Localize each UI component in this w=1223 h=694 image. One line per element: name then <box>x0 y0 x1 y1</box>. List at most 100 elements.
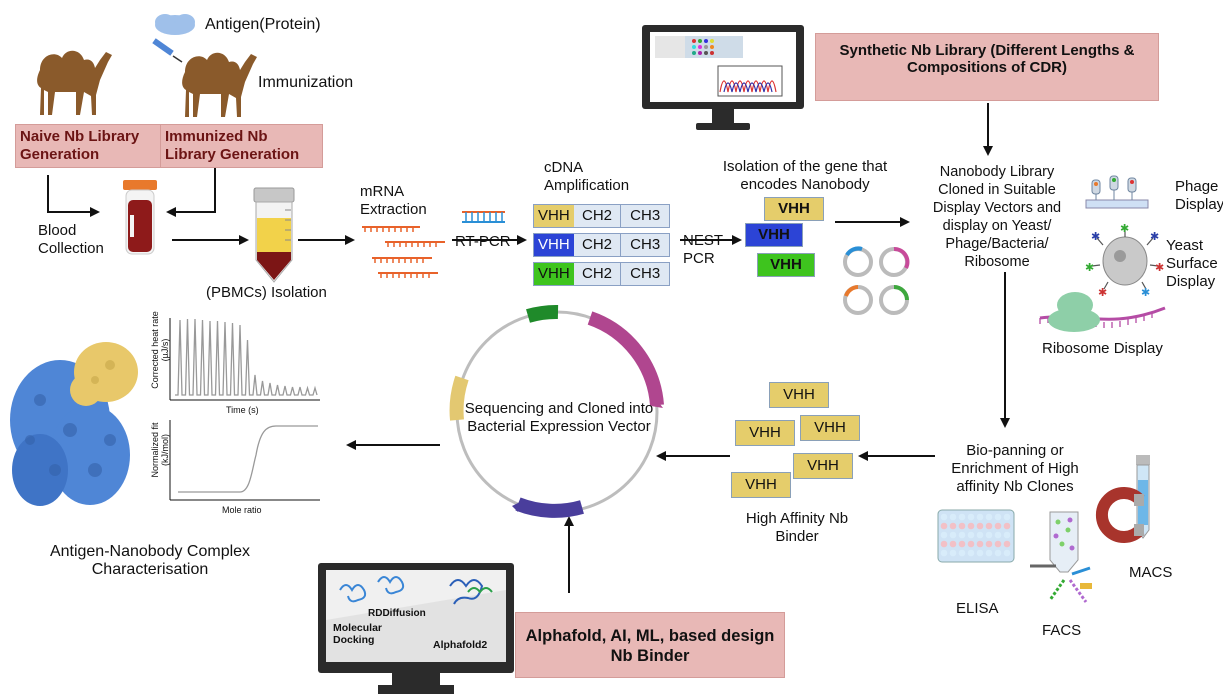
svg-text:✱: ✱ <box>1098 286 1107 299</box>
biopanning-label: Bio-panning or Enrichment of High affini… <box>951 442 1079 495</box>
ch2-segment: CH2 <box>582 236 613 253</box>
svg-text:✱: ✱ <box>1155 261 1164 274</box>
expression-vector-plasmid <box>449 305 664 518</box>
itc-plot-bottom <box>169 420 320 501</box>
vhh-isolated-green: VHH <box>757 253 815 277</box>
alphafold2-label: Alphafold2 <box>433 639 488 651</box>
blood-tube-icon <box>123 180 157 255</box>
ch2-segment: CH2 <box>582 207 613 224</box>
elisa-well <box>949 522 957 530</box>
elisa-well <box>1003 513 1011 521</box>
elisa-well <box>949 513 957 521</box>
elisa-well <box>1003 531 1011 539</box>
elisa-well <box>994 513 1002 521</box>
elisa-well <box>985 531 993 539</box>
magnet-icon <box>1095 455 1150 543</box>
facs-icon <box>1030 511 1092 603</box>
gene-bar: VHH CH2 CH3 <box>533 262 670 286</box>
syringe-icon <box>152 38 183 63</box>
yeast-display-label: Yeast Surface Display <box>1166 237 1218 290</box>
elisa-plate-icon <box>937 509 1015 563</box>
immunization-label: Immunization <box>258 74 354 91</box>
rt-pcr-label: RT-PCR <box>455 233 511 250</box>
elisa-well <box>985 522 993 530</box>
vhh-binder-box: VHH <box>735 420 795 446</box>
itc-bottom-ylabel: Normalized fit (kJ/mol) <box>150 422 170 478</box>
gene-bar: VHH CH2 CH3 <box>533 233 670 257</box>
antigen-cloud-icon <box>155 14 195 35</box>
vhh-binder-box: VHH <box>793 453 853 479</box>
elisa-well <box>994 522 1002 530</box>
elisa-well <box>976 531 984 539</box>
phage-icon <box>1085 175 1149 209</box>
pbmc-isolation-label: (PBMCs) Isolation <box>206 284 327 301</box>
elisa-well <box>958 513 966 521</box>
gene-isolation-label: Isolation of the gene that encodes Nanob… <box>722 158 888 193</box>
ch3-segment: CH3 <box>620 205 669 227</box>
sequencing-label: Sequencing and Cloned into Bacterial Exp… <box>464 400 654 435</box>
elisa-well <box>940 549 948 557</box>
elisa-well <box>994 549 1002 557</box>
nanobody-cloned-label: Nanobody Library Cloned in Suitable Disp… <box>932 164 1062 270</box>
elisa-well <box>985 513 993 521</box>
pbmc-tube-icon <box>253 187 295 283</box>
svg-text:✱: ✱ <box>1141 286 1150 299</box>
camel-icon <box>182 52 257 117</box>
itc-top-ylabel: Corrected heat rate (µJ/s) <box>150 311 170 389</box>
elisa-well <box>940 540 948 548</box>
itc-top-xlabel: Time (s) <box>226 405 259 415</box>
vector-plasmid-icon <box>843 246 910 315</box>
immunized-library-box: Immunized Nb Library Generation <box>160 124 323 168</box>
ch3-segment: CH3 <box>620 263 669 285</box>
characterisation-label: Antigen-Nanobody Complex Characterisatio… <box>49 543 251 578</box>
elisa-well <box>976 513 984 521</box>
computer-monitor-icon <box>318 563 514 694</box>
itc-plot-top <box>169 318 320 401</box>
svg-text:✱: ✱ <box>1091 230 1100 243</box>
ribosome-display-label: Ribosome Display <box>1042 340 1163 357</box>
elisa-well <box>949 531 957 539</box>
elisa-well <box>994 531 1002 539</box>
elisa-well <box>940 522 948 530</box>
elisa-well <box>976 540 984 548</box>
elisa-well <box>967 549 975 557</box>
rddiffusion-label: RDDiffusion <box>368 608 426 619</box>
blood-collection-label: Blood Collection <box>38 222 104 257</box>
protein-structure-icon <box>339 576 493 605</box>
vhh-binder-box: VHH <box>800 415 860 441</box>
elisa-well <box>967 522 975 530</box>
elisa-well <box>1003 549 1011 557</box>
elisa-well <box>994 540 1002 548</box>
elisa-label: ELISA <box>956 600 999 617</box>
ribosome-icon <box>1039 292 1166 332</box>
cdna-amplification-label: cDNA Amplification <box>544 159 630 194</box>
vhh-isolated-blue: VHH <box>745 223 803 247</box>
molecular-docking-label: Molecular Docking <box>333 622 383 646</box>
antigen-label: Antigen(Protein) <box>205 16 321 33</box>
elisa-well <box>958 549 966 557</box>
antigen-nanobody-complex-icon <box>10 342 138 506</box>
cdna-icon <box>462 211 505 223</box>
elisa-well <box>958 531 966 539</box>
mrna-extraction-label: mRNA Extraction <box>360 183 427 218</box>
elisa-well <box>976 522 984 530</box>
ch2-segment: CH2 <box>582 265 613 282</box>
elisa-well <box>1003 540 1011 548</box>
vhh-binder-box: VHH <box>731 472 791 498</box>
elisa-well <box>967 531 975 539</box>
ch3-segment: CH3 <box>620 234 669 256</box>
elisa-well <box>985 540 993 548</box>
elisa-well <box>940 513 948 521</box>
vhh-segment: VHH <box>534 263 574 285</box>
elisa-well <box>967 513 975 521</box>
svg-text:✱: ✱ <box>1150 230 1159 243</box>
facs-label: FACS <box>1042 622 1082 639</box>
elisa-well <box>1003 522 1011 530</box>
elisa-well <box>985 549 993 557</box>
elisa-well <box>967 540 975 548</box>
ai-design-box: Alphafold, AI, ML, based design Nb Binde… <box>515 612 785 678</box>
yeast-cell-icon: ✱✱ ✱✱ ✱✱ ✱ <box>1085 222 1164 299</box>
nest-pcr-label: NEST PCR <box>683 232 723 267</box>
